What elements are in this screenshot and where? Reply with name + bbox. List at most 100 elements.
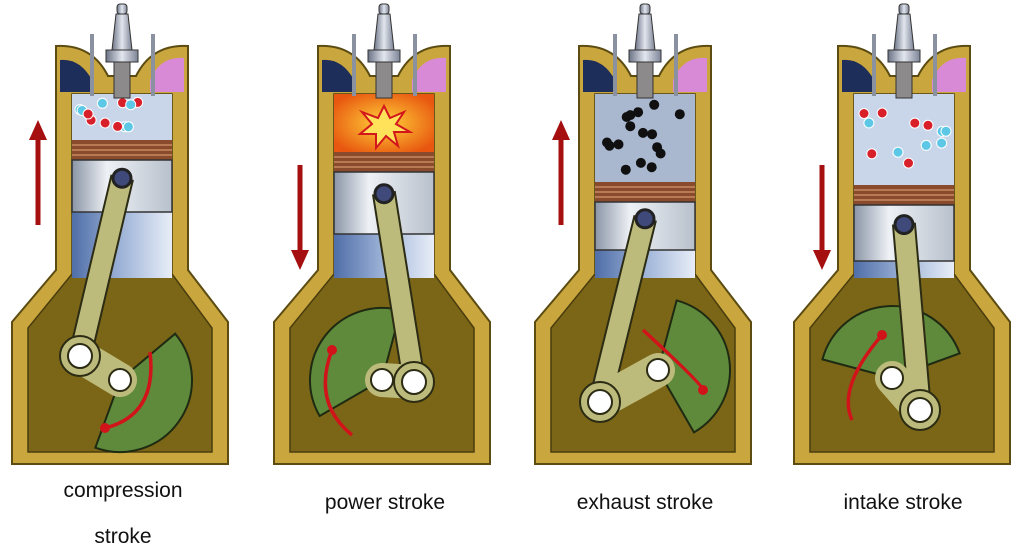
- plug-thread: [113, 61, 131, 99]
- explosion-icon: [357, 103, 414, 151]
- plug-hex: [887, 49, 921, 63]
- main-journal: [108, 368, 132, 392]
- crankshaft-counterweight: [309, 307, 402, 418]
- chamber-gas: [595, 94, 695, 182]
- fuel-particle: [876, 107, 888, 119]
- exhaust-port: [932, 57, 966, 92]
- plug-insulator: [373, 13, 395, 51]
- arrow-head: [29, 120, 47, 140]
- intake-port: [842, 59, 874, 92]
- fuel-particle: [99, 117, 111, 129]
- piston-pin: [111, 167, 133, 189]
- plug-thread: [895, 61, 913, 99]
- fuel-particle: [112, 120, 124, 132]
- rotation-arrow-head: [698, 385, 708, 395]
- air-particle: [892, 146, 904, 158]
- intake-port: [583, 59, 615, 92]
- exhaust-particle: [613, 139, 624, 150]
- engine-exhaust-stroke: [534, 3, 752, 465]
- combustion-chamber: [72, 94, 172, 140]
- combustion-chamber: [595, 94, 695, 182]
- intake-port: [322, 59, 354, 92]
- plug-insulator: [634, 13, 656, 51]
- plug-insulator: [893, 13, 915, 51]
- plug-terminal: [116, 3, 128, 15]
- plug-thread: [636, 61, 654, 99]
- chamber-gas: [854, 94, 954, 185]
- piston-pin: [373, 183, 395, 205]
- air-particle: [96, 97, 108, 109]
- combustion-chamber: [854, 94, 954, 185]
- main-journal: [880, 366, 904, 390]
- exhaust-particle: [655, 148, 666, 159]
- plug-insulator: [111, 13, 133, 51]
- piston-pin: [634, 208, 656, 230]
- crank-pin: [587, 389, 613, 415]
- rotation-arrow-head: [877, 330, 887, 340]
- spark-plug-icon: [105, 3, 139, 99]
- piston-pin: [893, 214, 915, 236]
- rotation-arrow-icon: [323, 349, 354, 437]
- main-journal: [370, 368, 394, 392]
- exhaust-port: [412, 57, 446, 92]
- air-particle: [863, 117, 875, 129]
- air-particle: [125, 99, 137, 111]
- exhaust-particle: [647, 129, 658, 140]
- fuel-particle: [866, 148, 878, 160]
- exhaust-particle: [635, 157, 646, 168]
- rotation-arrow-icon: [104, 351, 153, 430]
- exhaust-particle: [674, 109, 685, 120]
- air-particle: [940, 125, 952, 137]
- crank-pin: [401, 369, 427, 395]
- spark-plug-icon: [887, 3, 921, 99]
- label-power-stroke: power stroke: [324, 491, 446, 514]
- crankshaft-counterweight: [656, 299, 731, 434]
- plug-terminal: [898, 3, 910, 15]
- exhaust-particle: [625, 110, 636, 121]
- exhaust-particle: [620, 164, 631, 175]
- arrow-head: [813, 250, 831, 270]
- label-compression-line2: stroke: [94, 525, 152, 548]
- crank-pin: [907, 397, 933, 423]
- fuel-particle: [82, 108, 94, 120]
- label-compression-stroke: compression stroke: [23, 468, 223, 556]
- fuel-particle: [922, 119, 934, 131]
- crank-pin: [67, 343, 93, 369]
- exhaust-particle: [638, 127, 648, 138]
- plug-terminal: [378, 3, 390, 15]
- exhaust-particle: [633, 107, 644, 118]
- rotation-arrow-head: [327, 345, 337, 355]
- label-exhaust-stroke: exhaust stroke: [576, 491, 714, 514]
- plug-hex: [105, 49, 139, 63]
- fuel-particle: [903, 157, 914, 169]
- exhaust-particle: [625, 121, 636, 132]
- intake-port: [60, 59, 92, 92]
- exhaust-particle: [604, 140, 615, 151]
- plug-terminal: [639, 3, 651, 15]
- rotation-arrow-icon: [846, 333, 884, 421]
- air-particle: [122, 121, 134, 133]
- label-compression-line1: compression: [63, 479, 183, 502]
- plug-hex: [367, 49, 401, 63]
- spark-plug-icon: [367, 3, 401, 99]
- plug-thread: [375, 61, 393, 99]
- exhaust-particle: [649, 99, 660, 110]
- arrow-head: [291, 250, 309, 270]
- arrow-head: [552, 120, 570, 140]
- exhaust-port: [673, 57, 707, 92]
- fuel-particle: [909, 117, 921, 129]
- air-particle: [920, 139, 932, 151]
- air-particle: [936, 137, 948, 149]
- engine-power-stroke: [273, 3, 491, 465]
- engine-intake-stroke: [793, 3, 1011, 465]
- exhaust-port: [150, 57, 184, 92]
- fuel-particle: [858, 108, 870, 119]
- rotation-arrow-head: [100, 423, 110, 433]
- engine-compression-stroke: [11, 3, 229, 465]
- spark-plug-icon: [628, 3, 662, 99]
- combustion-chamber: [334, 94, 434, 152]
- exhaust-particle: [646, 162, 657, 173]
- plug-hex: [628, 49, 662, 63]
